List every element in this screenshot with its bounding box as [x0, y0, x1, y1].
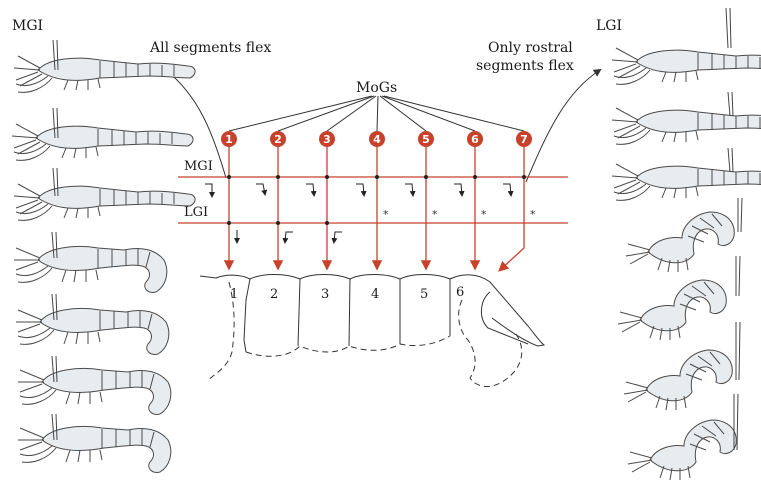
left-caption: All segments flex: [149, 40, 271, 56]
mog-4: 4: [369, 131, 385, 271]
segment-number: 3: [321, 287, 329, 302]
segment-number: 6: [456, 285, 464, 300]
segment-number: 5: [420, 287, 428, 302]
right-caption-arrow: [525, 68, 602, 183]
lgi-axon-label: LGI: [184, 205, 208, 220]
synapse-arrows: [205, 183, 514, 244]
mog-6: 6: [467, 131, 483, 271]
mog-1: 1: [221, 131, 237, 271]
left-caption-arrow: [164, 68, 227, 179]
mog-3: 3: [319, 131, 335, 271]
mog-5: 5: [418, 131, 434, 271]
svg-text:*: *: [432, 208, 438, 221]
mog-neurons: 1 2 3 4 5 6: [221, 131, 532, 272]
segment-number: 2: [270, 287, 278, 302]
no-synapse-marks: * * * *: [383, 208, 536, 221]
right-panel-title: LGI: [596, 18, 622, 34]
left-panel-title: MGI: [12, 18, 43, 34]
segment-numbers: 1 2 3 4 5 6: [230, 285, 464, 302]
mog-number: 4: [373, 133, 381, 146]
mog-number: 7: [520, 133, 528, 146]
svg-text:*: *: [481, 208, 487, 221]
svg-text:*: *: [530, 208, 536, 221]
mogs-label: MoGs: [356, 80, 397, 96]
right-caption-line2: segments flex: [476, 58, 574, 74]
mog-number: 2: [274, 133, 282, 146]
mgi-axon-label: MGI: [184, 159, 213, 174]
svg-text:*: *: [383, 208, 389, 221]
segment-number: 4: [371, 287, 379, 302]
mog-number: 1: [225, 133, 233, 146]
mog-number: 6: [471, 133, 479, 146]
mogs-fan-lines: [228, 95, 525, 132]
mog-2: 2: [270, 131, 286, 271]
abdomen-diagram: [199, 274, 546, 387]
mgi-crayfish-sequence: [11, 39, 196, 473]
mog-number: 5: [422, 133, 430, 146]
mog-number: 3: [323, 133, 331, 146]
mog-7: 7: [498, 131, 532, 272]
segment-number: 1: [230, 287, 238, 302]
right-caption-line1: Only rostral: [488, 40, 573, 56]
lgi-crayfish-sequence: [611, 7, 761, 481]
